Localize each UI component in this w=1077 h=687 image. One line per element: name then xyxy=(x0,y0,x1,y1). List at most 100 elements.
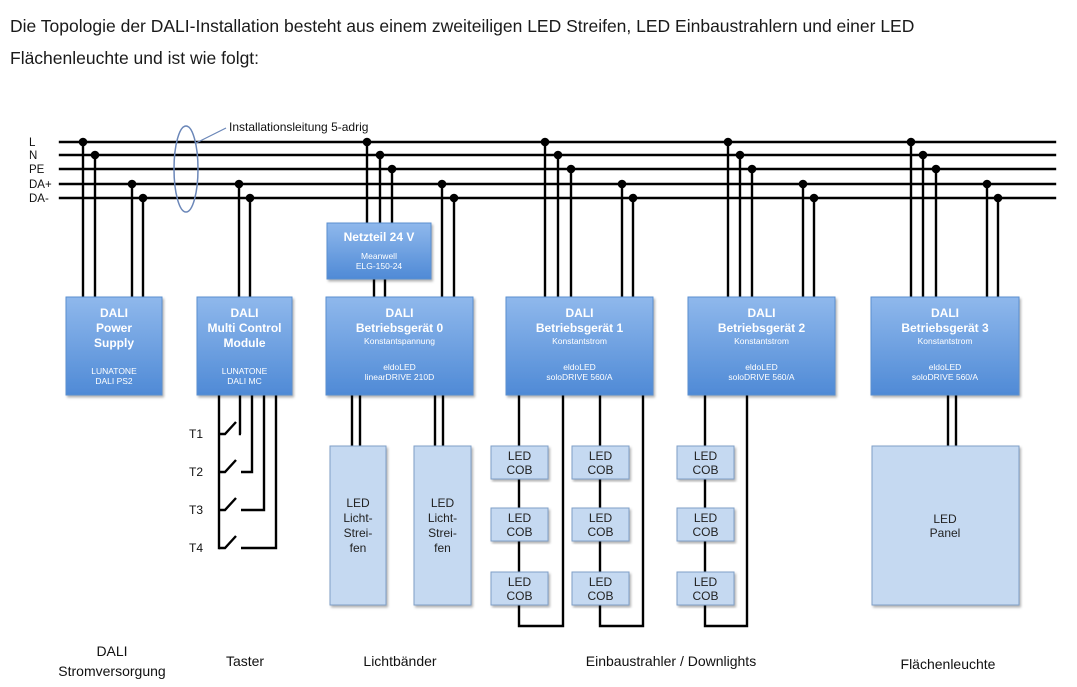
cob-label: LED xyxy=(508,575,532,589)
junction-dot xyxy=(234,179,244,189)
bus-label: PE xyxy=(29,164,45,176)
cob-label: LED xyxy=(694,449,718,463)
category-label-line: Stromversorgung xyxy=(58,663,165,679)
cob-return-wire xyxy=(703,395,749,628)
power-unit-box xyxy=(326,222,432,280)
cob-label: LED xyxy=(508,449,532,463)
junction-dot xyxy=(127,179,137,189)
switch-label-t1: T1 xyxy=(189,427,203,441)
category-label-line: Lichtbänder xyxy=(363,653,437,669)
device-subtitle: Konstantstrom xyxy=(918,336,973,346)
junction-dot xyxy=(138,193,148,203)
light-strip-label: fen xyxy=(434,541,451,555)
cob-label: LED xyxy=(694,511,718,525)
panel-label: Panel xyxy=(930,526,961,540)
switch-return-wire-t4 xyxy=(241,395,278,550)
device-box xyxy=(505,296,654,396)
cob-label: LED xyxy=(589,575,613,589)
device-title: Betriebsgerät 2 xyxy=(718,321,806,335)
device-subtitle: Konstantspannung xyxy=(364,336,435,346)
light-strip-label: LED xyxy=(431,496,455,510)
junction-dot xyxy=(735,150,745,160)
switch-return-wire-t1 xyxy=(238,395,242,436)
device-model: DALI PS2 xyxy=(95,376,133,386)
junction-dot xyxy=(982,179,992,189)
device-subtitle: Konstantstrom xyxy=(734,336,789,346)
device-model: eldoLED xyxy=(383,362,416,372)
switch-label-t3: T3 xyxy=(189,503,203,517)
category-label-line: DALI xyxy=(96,643,127,659)
category-label: Lichtbänder xyxy=(363,653,437,669)
category-label-line: Taster xyxy=(226,653,264,669)
device-title: DALI xyxy=(748,306,776,320)
junction-dot xyxy=(387,164,397,174)
bus-label: L xyxy=(29,137,36,149)
power-unit-title: Netzteil 24 V xyxy=(344,230,415,244)
bus-label: DA+ xyxy=(29,179,52,191)
junction-dot xyxy=(437,179,447,189)
junction-dot xyxy=(931,164,941,174)
category-label: Flächenleuchte xyxy=(901,656,996,672)
devices: Netzteil 24 V MeanwellELG-150-24DALIPower… xyxy=(65,222,1020,396)
cob-label: COB xyxy=(587,525,613,539)
device-title: Multi Control xyxy=(208,321,282,335)
junction-dot xyxy=(747,164,757,174)
light-strip-label: LED xyxy=(346,496,370,510)
cob-label: COB xyxy=(692,463,718,477)
device-model: LUNATONE xyxy=(91,366,137,376)
bus-label: N xyxy=(29,150,37,162)
device-model: soloDRIVE 560/A xyxy=(728,372,794,382)
cable-ellipse xyxy=(173,125,199,213)
cable-label: Installationsleitung 5-adrig xyxy=(229,120,368,134)
intro-paragraph: Die Topologie der DALI-Installation best… xyxy=(10,10,1070,74)
junction-dot xyxy=(90,150,100,160)
switch-contact-t4 xyxy=(219,535,237,550)
cob-label: COB xyxy=(506,525,532,539)
switch-return-wire-t3 xyxy=(241,395,266,512)
junction-dot xyxy=(628,193,638,203)
device-title: DALI xyxy=(566,306,594,320)
switch-label-t4: T4 xyxy=(189,541,203,555)
device-box xyxy=(325,296,474,396)
cob-box xyxy=(490,507,549,542)
cob-box xyxy=(676,507,735,542)
bus-label: DA- xyxy=(29,193,49,205)
switch-contact-t1 xyxy=(219,421,237,436)
device-model: soloDRIVE 560/A xyxy=(912,372,978,382)
junction-dot xyxy=(993,193,1003,203)
device-model: eldoLED xyxy=(929,362,962,372)
cob-label: COB xyxy=(692,525,718,539)
switch-contact-t2 xyxy=(219,459,237,474)
panel-box xyxy=(871,445,1020,606)
power-unit-model: Meanwell xyxy=(361,251,397,261)
junction-dot xyxy=(723,137,733,147)
bus-line-labels: LN PE DA+ DA- xyxy=(29,137,52,205)
device-subtitle: Konstantstrom xyxy=(552,336,607,346)
device-box xyxy=(65,296,163,396)
junction-dot xyxy=(245,193,255,203)
junction-dot xyxy=(566,164,576,174)
category-label-line: Flächenleuchte xyxy=(901,656,996,672)
cob-label: LED xyxy=(694,575,718,589)
cob-return-wire xyxy=(598,395,645,628)
light-strip-label: Licht- xyxy=(343,511,372,525)
light-strip-box xyxy=(413,445,472,606)
cob-box xyxy=(676,571,735,606)
power-unit-model: ELG-150-24 xyxy=(356,261,403,271)
cob-return-wire xyxy=(517,395,565,628)
device-title: Betriebsgerät 1 xyxy=(536,321,624,335)
